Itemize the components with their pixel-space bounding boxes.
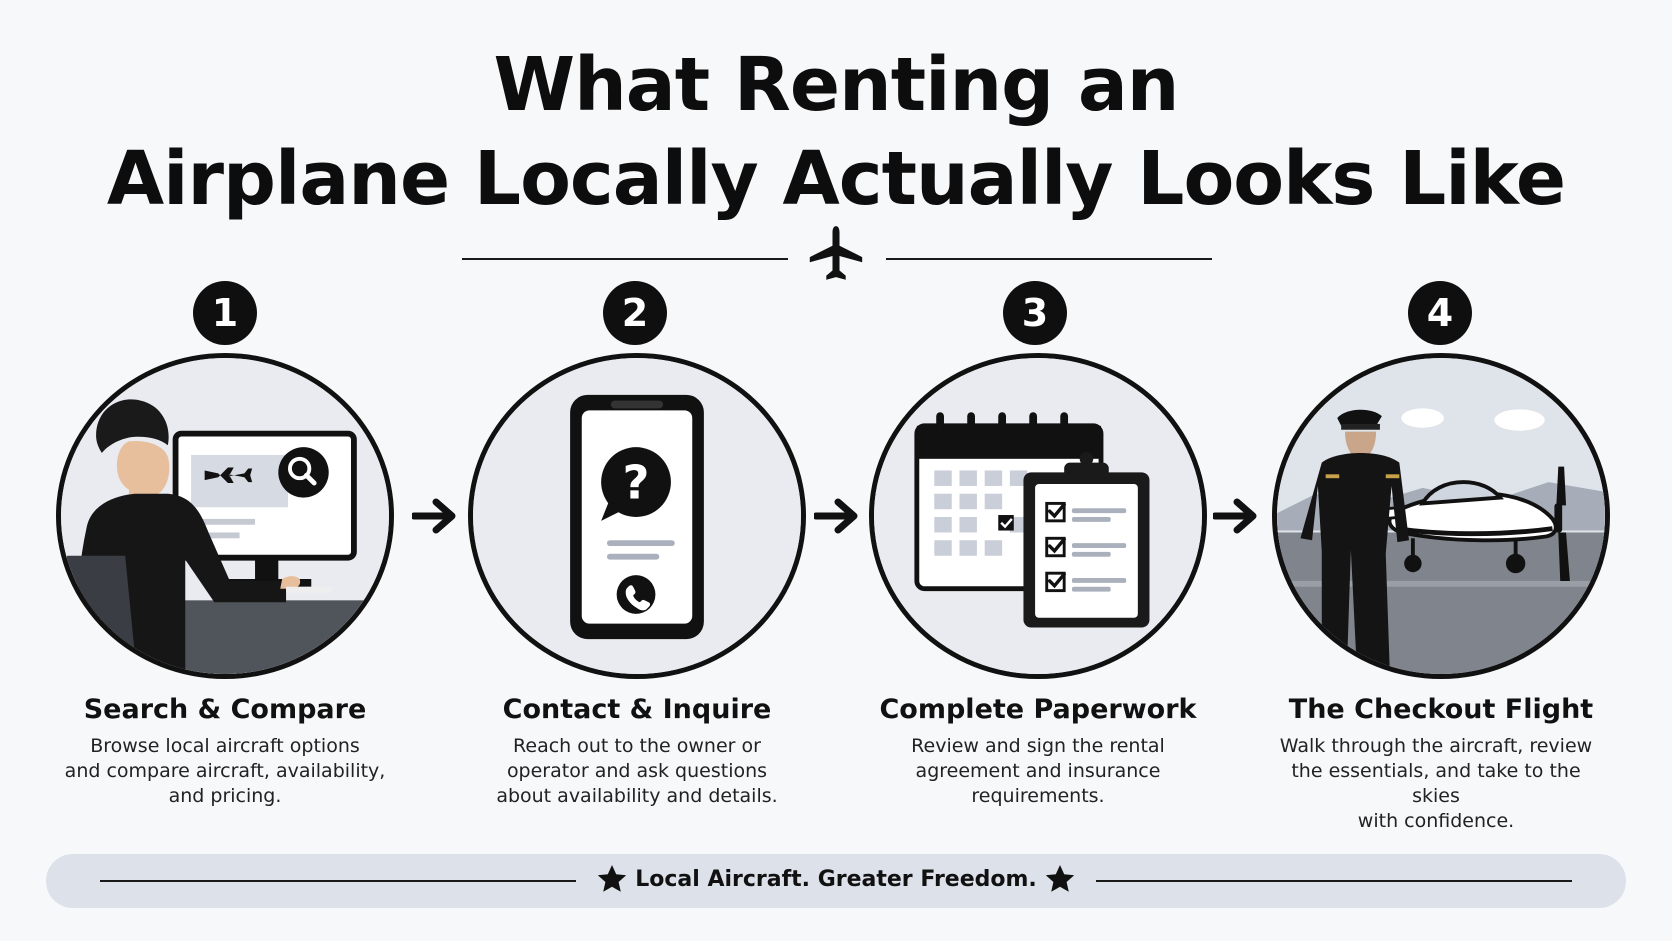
clipboard-checklist-icon (1023, 452, 1150, 628)
step-4-number: 4 (1408, 281, 1472, 345)
star-icon (597, 865, 627, 892)
step-2-description-line: Reach out to the owner or (513, 735, 761, 757)
airplane-icon (809, 226, 863, 280)
step-2-illustration: ? (468, 353, 806, 679)
step-2-description-line: about availability and details. (496, 785, 778, 807)
step-3-description: Review and sign the rental agreement and… (873, 734, 1203, 809)
step-2-number: 2 (603, 281, 667, 345)
step-2-description: Reach out to the owner or operator and a… (472, 734, 802, 809)
step-2-title: Contact & Inquire (502, 694, 772, 725)
pilot-icon (1300, 409, 1410, 667)
page-title: What Renting an Airplane Locally Actuall… (0, 38, 1672, 226)
title-divider-left (462, 258, 788, 260)
step-4-description-line: the essentials, and take to the skies (1291, 760, 1581, 807)
search-icon (278, 447, 329, 498)
title-line-1: What Renting an (493, 42, 1179, 128)
step-1-title: Search & Compare (83, 694, 367, 725)
step-2-description-line: operator and ask questions (506, 760, 768, 782)
step-4-description-line: Walk through the aircraft, review (1279, 735, 1593, 757)
footer-tagline: Local Aircraft. Greater Freedom. (635, 867, 1037, 892)
arrow-right-icon (1213, 498, 1257, 534)
question-mark-icon: ? (601, 447, 671, 521)
title-line-2: Airplane Locally Actually Looks Like (106, 136, 1566, 222)
footer-line-right (1096, 880, 1572, 882)
step-3-title: Complete Paperwork (879, 694, 1197, 725)
step-3-description-line: agreement and insurance (915, 760, 1161, 782)
step-1-description-line: Browse local aircraft options (90, 735, 360, 757)
step-1-description: Browse local aircraft options and compar… (60, 734, 390, 809)
arrow-right-icon (412, 498, 456, 534)
step-3-number: 3 (1003, 281, 1067, 345)
step-3-description-line: Review and sign the rental (911, 735, 1165, 757)
step-1-description-line: and pricing. (168, 785, 282, 807)
step-4-title: The Checkout Flight (1288, 694, 1594, 725)
step-1-number: 1 (193, 281, 257, 345)
phone-icon (616, 575, 656, 614)
svg-text:?: ? (623, 456, 650, 510)
step-4-description: Walk through the aircraft, review the es… (1266, 734, 1606, 834)
step-3-illustration (869, 353, 1207, 679)
footer-line-left (100, 880, 576, 882)
title-divider-right (886, 258, 1212, 260)
arrow-right-icon (814, 498, 858, 534)
footer-banner: Local Aircraft. Greater Freedom. (46, 854, 1626, 908)
step-1-illustration (56, 353, 394, 679)
star-icon (1045, 865, 1075, 892)
step-4-description-line: with confidence. (1357, 810, 1515, 832)
step-1-description-line: and compare aircraft, availability, (64, 760, 386, 782)
step-3-description-line: requirements. (971, 785, 1105, 807)
airplane-icon (204, 467, 253, 484)
step-4-illustration (1272, 353, 1610, 679)
